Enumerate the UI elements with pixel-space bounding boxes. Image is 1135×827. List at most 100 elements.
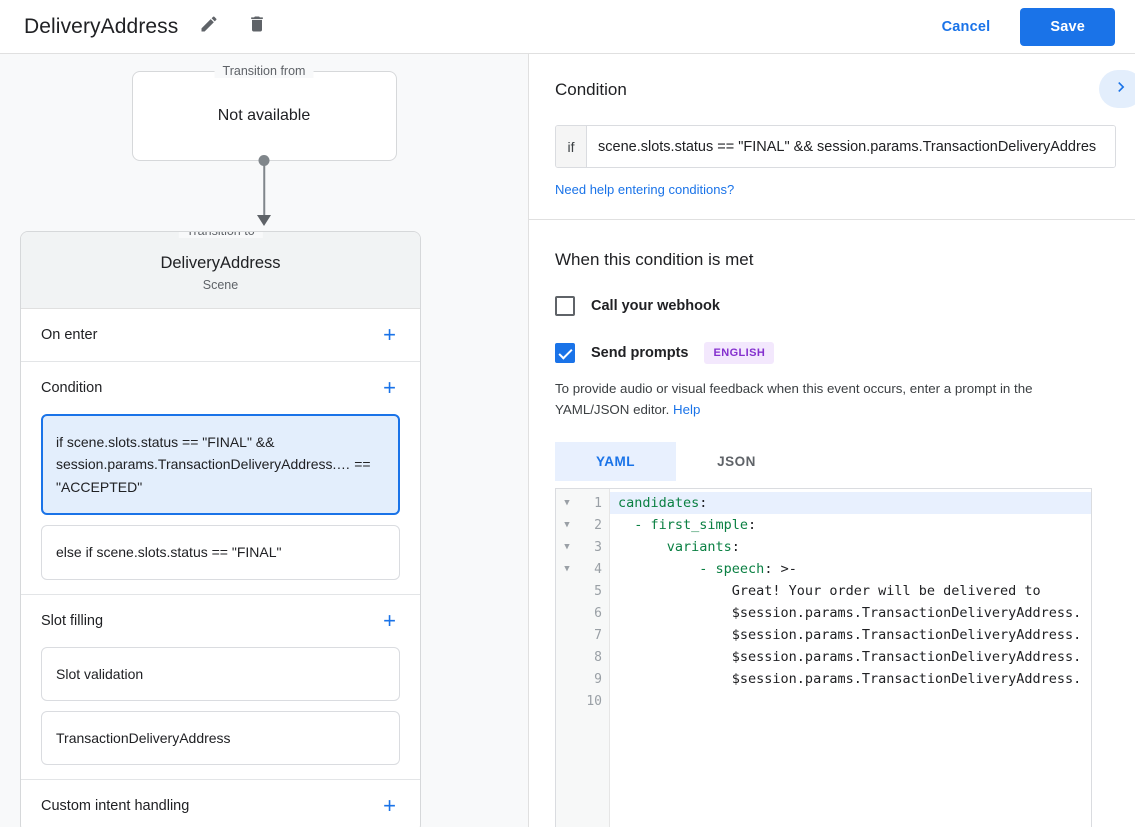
yaml-text: $session.params.TransactionDeliveryAddre… (618, 671, 1082, 688)
slot-item-transaction-delivery-address[interactable]: TransactionDeliveryAddress (41, 710, 400, 766)
gutter-line: 10 (556, 690, 609, 712)
when-condition-met-section: When this condition is met Call your web… (529, 220, 1135, 827)
section-label-custom-intent-handling: Custom intent handling (41, 798, 190, 815)
fold-arrow-icon[interactable]: ▼ (564, 498, 570, 509)
transition-to-subtitle: Scene (202, 278, 239, 292)
when-condition-met-heading: When this condition is met (555, 250, 754, 269)
editor-code-area[interactable]: candidates: - first_simple: variants: - … (610, 489, 1091, 827)
gutter-line: 9 (556, 668, 609, 690)
section-body-slot-filling: Slot validation TransactionDeliveryAddre… (21, 646, 420, 780)
chevron-right-icon (1111, 77, 1131, 102)
condition-help-link[interactable]: Need help entering conditions? (555, 182, 735, 197)
transition-from-value: Not available (217, 107, 311, 124)
plus-icon[interactable]: + (383, 322, 396, 347)
transition-from-card: Transition from Not available (131, 64, 397, 161)
code-line: candidates: (610, 492, 1091, 515)
tab-yaml[interactable]: YAML (555, 442, 676, 482)
line-number: 4 (594, 561, 602, 577)
edit-title-button[interactable] (192, 10, 226, 44)
yaml-text: $session.params.TransactionDeliveryAddre… (618, 649, 1082, 666)
condition-if-label: if (556, 126, 587, 167)
yaml-key: variants (618, 539, 732, 556)
code-line: $session.params.TransactionDeliveryAddre… (610, 624, 1091, 646)
tab-json[interactable]: JSON (717, 454, 756, 470)
trash-icon (247, 14, 267, 39)
yaml-punctuation: : >- (764, 561, 797, 578)
fold-arrow-icon[interactable]: ▼ (564, 564, 570, 575)
section-header-on-enter[interactable]: On enter + (21, 309, 420, 361)
page-title: DeliveryAddress (24, 14, 179, 38)
gutter-line: 7 (556, 624, 609, 646)
call-webhook-label: Call your webhook (591, 298, 720, 314)
section-header-custom-intent-handling[interactable]: Custom intent handling + (21, 780, 420, 827)
code-line: - speech: >- (610, 558, 1091, 580)
delete-button[interactable] (240, 10, 274, 44)
line-number: 3 (594, 539, 602, 555)
connector-dot (258, 155, 270, 166)
condition-input[interactable] (587, 126, 1115, 167)
line-number: 9 (594, 671, 602, 687)
line-number: 8 (594, 649, 602, 665)
yaml-key: candidates (618, 495, 700, 512)
send-prompts-row: Send prompts ENGLISH (555, 342, 1109, 364)
condition-detail-panel: Condition if Need help entering conditio… (529, 54, 1135, 827)
gutter-line: 5 (556, 580, 609, 602)
condition-input-row: if (555, 125, 1116, 168)
section-slot-filling: Slot filling + Slot validation Transacti… (21, 595, 420, 781)
gutter-line: 6 (556, 602, 609, 624)
fold-arrow-icon[interactable]: ▼ (564, 542, 570, 553)
plus-icon[interactable]: + (383, 607, 396, 633)
plus-icon[interactable]: + (383, 375, 396, 400)
editor-format-tabs: YAML JSON (555, 442, 1109, 482)
yaml-punctuation: : (699, 495, 708, 512)
transition-connector (132, 155, 397, 231)
code-line: variants: (610, 536, 1091, 558)
transition-to-card: Transition to DeliveryAddress Scene On e… (20, 231, 421, 827)
transition-to-header: DeliveryAddress Scene (21, 232, 420, 309)
transition-from-legend: Transition from (214, 64, 314, 78)
yaml-key: - first_simple (618, 517, 749, 534)
yaml-text: Great! Your order will be delivered to (618, 583, 1041, 600)
condition-item-selected[interactable]: if scene.slots.status == "FINAL" && sess… (41, 414, 400, 516)
language-badge: ENGLISH (704, 342, 775, 364)
webhook-row: Call your webhook (555, 296, 1109, 316)
fold-arrow-icon[interactable]: ▼ (564, 520, 570, 531)
connector-line (263, 161, 265, 219)
app-header: DeliveryAddress Cancel Save (0, 0, 1135, 54)
send-prompts-label: Send prompts (591, 345, 689, 361)
condition-heading: Condition (555, 80, 627, 99)
yaml-punctuation: : (731, 539, 740, 556)
send-prompts-checkbox[interactable] (555, 343, 575, 363)
line-number: 2 (594, 517, 602, 533)
code-line (610, 690, 1091, 712)
plus-icon[interactable]: + (383, 793, 396, 819)
gutter-line: ▼4 (556, 558, 609, 580)
section-label-slot-filling: Slot filling (41, 612, 104, 629)
cancel-button[interactable]: Cancel (926, 10, 1007, 44)
gutter-line: ▼1 (556, 492, 609, 514)
section-body-condition: if scene.slots.status == "FINAL" && sess… (21, 414, 420, 594)
yaml-text: $session.params.TransactionDeliveryAddre… (618, 627, 1082, 644)
gutter-line: ▼3 (556, 536, 609, 558)
expand-panel-button[interactable] (1099, 70, 1135, 108)
line-number: 7 (594, 627, 602, 643)
code-line: $session.params.TransactionDeliveryAddre… (610, 668, 1091, 690)
code-line: $session.params.TransactionDeliveryAddre… (610, 602, 1091, 624)
call-webhook-checkbox[interactable] (555, 296, 575, 316)
section-header-condition[interactable]: Condition + (21, 362, 420, 414)
yaml-punctuation: : (748, 517, 757, 534)
content-area: Transition from Not available Transition… (0, 54, 1135, 827)
save-button[interactable]: Save (1020, 7, 1115, 46)
yaml-key: - speech (618, 561, 765, 578)
section-condition: Condition + if scene.slots.status == "FI… (21, 362, 420, 595)
condition-item[interactable]: else if scene.slots.status == "FINAL" (41, 525, 400, 580)
transition-graph-panel: Transition from Not available Transition… (0, 54, 529, 827)
slot-validation-item[interactable]: Slot validation (41, 646, 400, 701)
line-number: 1 (594, 495, 602, 511)
line-number: 10 (586, 693, 602, 709)
section-header-slot-filling[interactable]: Slot filling + (21, 595, 420, 647)
prompt-help-link[interactable]: Help (673, 401, 701, 417)
gutter-line: 8 (556, 646, 609, 668)
